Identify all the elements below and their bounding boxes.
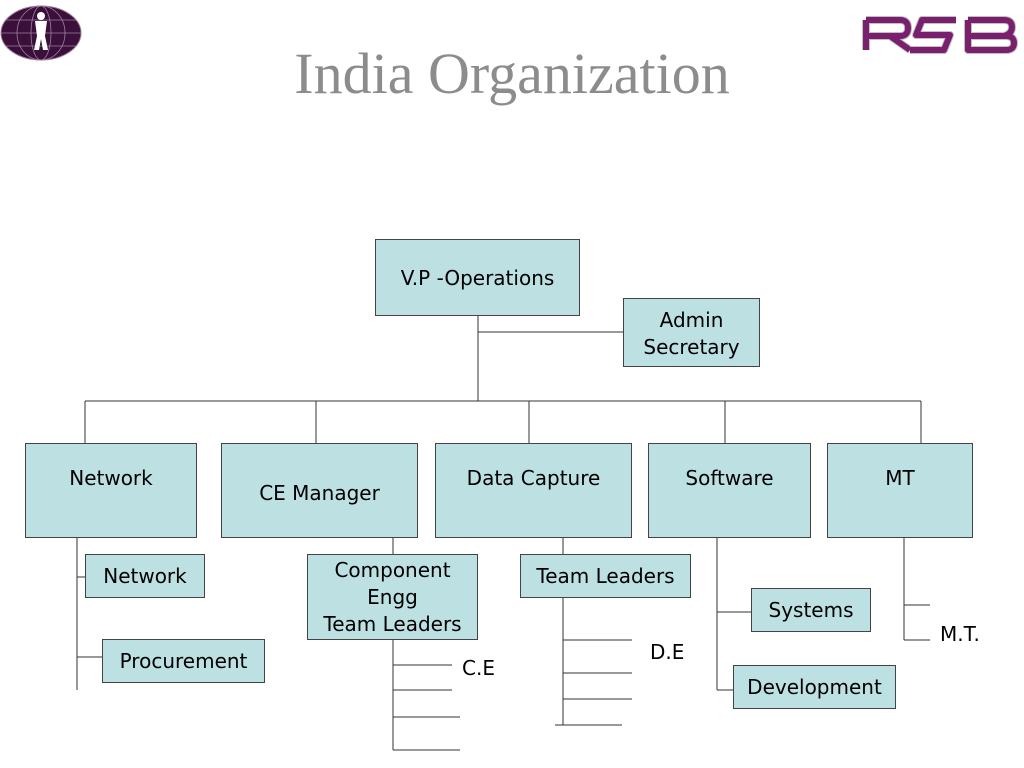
component-label-line3: Team Leaders	[323, 612, 462, 636]
admin-label-line1: Admin	[659, 308, 724, 332]
ce-manager-box: CE Manager	[221, 443, 418, 538]
procurement-label: Procurement	[119, 649, 248, 673]
development-box: Development	[733, 665, 896, 709]
vp-operations-box: V.P -Operations	[375, 239, 580, 316]
mt-sub-label: M.T.	[940, 622, 980, 646]
development-label: Development	[747, 675, 882, 699]
rsb-logo	[860, 10, 1024, 70]
admin-secretary-box: Admin Secretary	[623, 298, 760, 367]
component-label-line1: Component	[334, 558, 451, 582]
software-box: Software	[648, 443, 811, 538]
admin-label-line2: Secretary	[643, 335, 740, 359]
software-label: Software	[685, 466, 774, 490]
ce-label: C.E	[462, 656, 495, 680]
mt-box: MT	[827, 443, 973, 538]
mt-label: MT	[885, 466, 915, 490]
globe-logo	[0, 2, 86, 62]
network-label: Network	[69, 466, 153, 490]
component-engg-box: Component Engg Team Leaders	[307, 554, 478, 640]
component-label-line2: Engg	[367, 585, 418, 609]
page-title: India Organization	[294, 41, 730, 106]
network-sub-label: Network	[103, 564, 187, 588]
procurement-box: Procurement	[102, 639, 265, 683]
ce-manager-label: CE Manager	[259, 481, 380, 505]
systems-box: Systems	[751, 588, 871, 632]
systems-label: Systems	[768, 598, 854, 622]
data-capture-label: Data Capture	[466, 466, 601, 490]
team-leaders-label: Team Leaders	[536, 564, 675, 588]
vp-operations-label: V.P -Operations	[400, 266, 555, 290]
de-label: D.E	[650, 640, 685, 664]
network-box: Network	[25, 443, 197, 538]
network-sub-box: Network	[85, 554, 205, 598]
data-capture-box: Data Capture	[435, 443, 632, 538]
team-leaders-box: Team Leaders	[520, 554, 691, 598]
